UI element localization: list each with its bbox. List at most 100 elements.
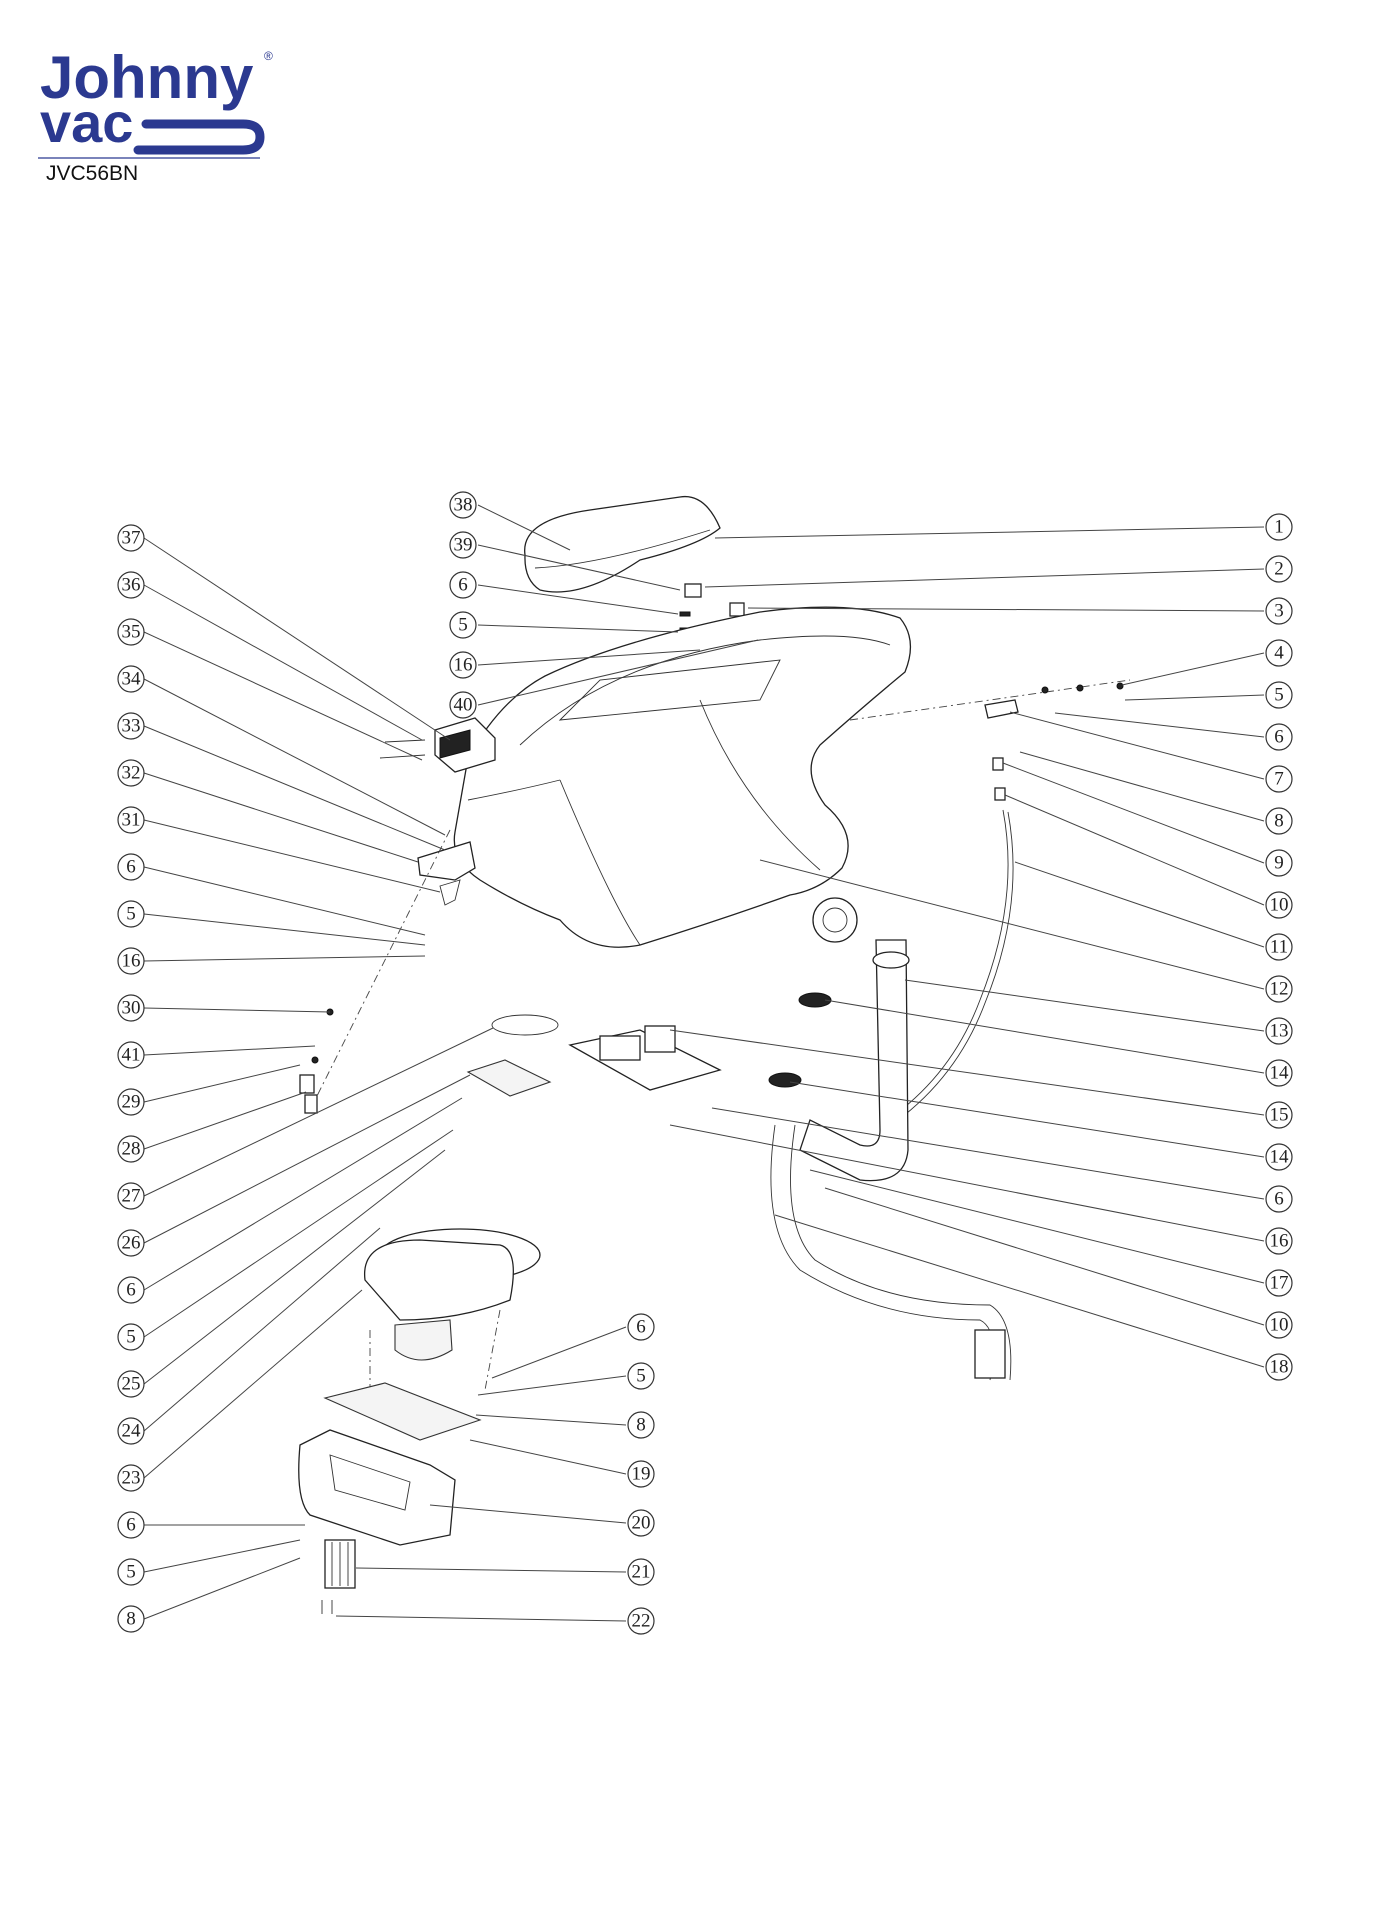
- leader-5c: [143, 1539, 301, 1573]
- leader-39: [477, 544, 681, 591]
- leader-37: [143, 537, 451, 741]
- part-motor-24: [364, 1239, 514, 1321]
- part-switch-grille: [439, 729, 471, 759]
- callout-5-top: 5: [449, 611, 477, 639]
- part-base-20: [298, 1429, 456, 1546]
- callout-16-top: 16: [449, 651, 477, 679]
- part-clamp-29: [299, 1074, 315, 1094]
- callout-37: 37: [117, 524, 145, 552]
- part-axis-motor-right: [484, 1309, 501, 1391]
- svg-text:5: 5: [126, 1327, 136, 1348]
- callout-33: 33: [117, 712, 145, 740]
- leader-10r2: [824, 1187, 1265, 1326]
- callout-1: 1: [1265, 513, 1293, 541]
- callout-4: 4: [1265, 639, 1293, 667]
- logo-line-1: Johnny: [40, 44, 254, 111]
- svg-text:16: 16: [122, 951, 141, 972]
- leader-30: [143, 1007, 331, 1013]
- brand-logo: Johnny ® vac: [38, 40, 278, 200]
- callout-8-left: 8: [117, 1605, 145, 1633]
- callout-10-right-a: 10: [1265, 891, 1293, 919]
- callout-18: 18: [1265, 1353, 1293, 1381]
- leader-41: [143, 1045, 316, 1056]
- leader-33: [143, 725, 446, 851]
- leader-16a: [143, 955, 426, 962]
- svg-text:12: 12: [1270, 979, 1289, 1000]
- callout-5-left-a: 5: [117, 900, 145, 928]
- part-top-cover-edge: [534, 529, 711, 569]
- svg-text:6: 6: [1274, 727, 1284, 748]
- callout-27: 27: [117, 1182, 145, 1210]
- svg-text:15: 15: [1270, 1105, 1289, 1126]
- part-main-body: [453, 606, 912, 948]
- part-pcb-component-a: [599, 1035, 641, 1061]
- leader-40: [477, 639, 759, 706]
- leader-6a: [143, 866, 426, 936]
- svg-text:11: 11: [1270, 937, 1288, 958]
- callout-21: 21: [627, 1558, 655, 1586]
- part-seal-27: [491, 1014, 559, 1036]
- callout-32: 32: [117, 759, 145, 787]
- svg-text:18: 18: [1270, 1357, 1289, 1378]
- callout-16-left: 16: [117, 947, 145, 975]
- callout-30: 30: [117, 994, 145, 1022]
- part-base-20-recess: [329, 1454, 411, 1511]
- callout-6-left-b: 6: [117, 1276, 145, 1304]
- callout-35: 35: [117, 618, 145, 646]
- svg-text:35: 35: [122, 622, 141, 643]
- leader-16r: [669, 1124, 1265, 1242]
- leader-1: [714, 526, 1265, 539]
- svg-text:13: 13: [1270, 1021, 1289, 1042]
- svg-text:38: 38: [454, 495, 473, 516]
- callout-5-left-b: 5: [117, 1323, 145, 1351]
- callout-6-left-c: 6: [117, 1511, 145, 1539]
- part-gasket-19: [323, 1382, 482, 1441]
- leader-14b: [789, 1081, 1265, 1158]
- callout-34: 34: [117, 665, 145, 693]
- leader-9: [1002, 762, 1265, 864]
- part-hose-11-b: [883, 811, 1014, 1131]
- svg-text:22: 22: [632, 1611, 651, 1632]
- callout-10-right-b: 10: [1265, 1311, 1293, 1339]
- callout-24: 24: [117, 1417, 145, 1445]
- leader-4: [1121, 652, 1265, 686]
- leader-29: [143, 1064, 301, 1103]
- part-knob-9: [992, 757, 1004, 771]
- part-hose-18-b: [790, 1124, 1012, 1381]
- svg-text:27: 27: [122, 1186, 141, 1207]
- part-pin-41: [311, 1056, 319, 1064]
- leader-31: [143, 819, 441, 893]
- callout-38: 38: [449, 491, 477, 519]
- part-top-cover: [524, 495, 721, 593]
- part-axis-left: [309, 829, 451, 1111]
- callout-9: 9: [1265, 849, 1293, 877]
- callout-3: 3: [1265, 597, 1293, 625]
- part-bent-tube-13: [799, 939, 909, 1182]
- leader-19: [469, 1439, 627, 1475]
- svg-text:6: 6: [636, 1317, 646, 1338]
- leader-22: [335, 1615, 627, 1622]
- callout-39: 39: [449, 531, 477, 559]
- callout-5-right: 5: [1265, 681, 1293, 709]
- leader-6r: [1054, 712, 1265, 738]
- callout-6-right-b: 6: [1265, 1185, 1293, 1213]
- part-axis-right: [849, 679, 1131, 721]
- callout-15: 15: [1265, 1101, 1293, 1129]
- part-hw-4: [1041, 686, 1049, 694]
- part-body-cavity: [558, 659, 781, 721]
- part-spring-31: [439, 879, 461, 906]
- part-tube-cuff-13: [872, 951, 910, 969]
- part-clip-b: [729, 602, 745, 617]
- callout-41: 41: [117, 1041, 145, 1069]
- leader-12: [759, 859, 1265, 990]
- leader-5b: [143, 1129, 454, 1338]
- svg-text:29: 29: [122, 1092, 141, 1113]
- callout-31: 31: [117, 806, 145, 834]
- logo-swoosh: [133, 119, 265, 155]
- svg-text:32: 32: [122, 763, 141, 784]
- part-body-seam-2: [559, 779, 641, 946]
- svg-text:5: 5: [1274, 685, 1284, 706]
- callout-23: 23: [117, 1464, 145, 1492]
- svg-text:40: 40: [454, 695, 473, 716]
- callout-11: 11: [1265, 933, 1293, 961]
